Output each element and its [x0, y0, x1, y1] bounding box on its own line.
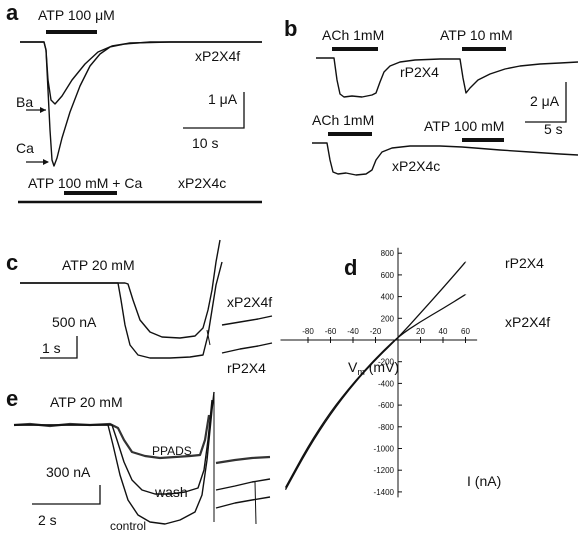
- panel-c-scale-x: 1 s: [42, 340, 61, 356]
- panel-b-trace-label-xp2x4c: xP2X4c: [392, 158, 440, 174]
- panel-e-trace-wash: [14, 399, 213, 495]
- iv-x-tick-label: -20: [370, 327, 382, 336]
- iv-xlabel-unit: (mV): [365, 359, 399, 375]
- iv-curve-xp2x4f: [284, 293, 467, 488]
- panel-a-trace-label-xp2x4c: xP2X4c: [178, 175, 226, 191]
- iv-y-tick-label: -800: [378, 423, 395, 432]
- panel-e-artifact: [254, 481, 257, 525]
- panel-e: e ATP 20 mM PPADS wash control 300 nA 2 …: [6, 386, 271, 533]
- iv-x-tick-label: 60: [461, 327, 470, 336]
- iv-x-tick-label: -60: [325, 327, 337, 336]
- iv-x-tick-label: 40: [439, 327, 448, 336]
- iv-x-tick-label: -80: [302, 327, 314, 336]
- iv-series-label-xp2x4f: xP2X4f: [505, 314, 550, 330]
- panel-c-cut: [206, 329, 211, 346]
- iv-curve-rp2x4: [284, 261, 467, 491]
- panel-c-scale-bar: [40, 336, 78, 359]
- iv-x-tick-label: 20: [416, 327, 425, 336]
- panel-b-stim-atp-10: ATP 10 mM: [440, 27, 513, 43]
- panel-a-scale-x: 10 s: [192, 135, 218, 151]
- panel-e-scale-y: 300 nA: [46, 464, 91, 480]
- iv-xlabel-v: V: [348, 359, 358, 375]
- panel-b-label: b: [284, 16, 297, 41]
- panel-a-arrowhead-ca: [43, 159, 49, 165]
- panel-a-arrowhead-ba: [40, 107, 46, 113]
- iv-y-tick-label: -200: [378, 358, 395, 367]
- panel-e-tail-wash: [215, 478, 271, 491]
- iv-y-tick-label: 800: [381, 249, 395, 258]
- iv-y-tick-label: -1200: [374, 466, 395, 475]
- panel-a-trace-label-xp2x4f: xP2X4f: [195, 48, 240, 64]
- panel-b-stim-atp-100: ATP 100 mM: [424, 118, 504, 134]
- panel-c-trace-label-rp2x4: rP2X4: [227, 360, 266, 376]
- panel-a-scale-y: 1 μA: [208, 91, 238, 107]
- panel-a: a ATP 100 μM xP2X4f Ba Ca 1 μA 10 s ATP …: [6, 0, 262, 204]
- panel-d-label: d: [344, 255, 357, 280]
- panel-a-stim-atp-ca: ATP 100 mM + Ca: [28, 175, 142, 191]
- iv-y-tick-label: -400: [378, 379, 395, 388]
- panel-a-label-ba: Ba: [16, 94, 33, 110]
- panel-b-scale-y: 2 μA: [530, 93, 560, 109]
- panel-e-trace-label-ppads: PPADS: [152, 444, 192, 458]
- panel-a-label-ca: Ca: [16, 140, 34, 156]
- panel-c-tail-xp2x4f: [221, 315, 273, 326]
- iv-xlabel: Vm (mV): [348, 359, 399, 377]
- panel-e-stim-atp: ATP 20 mM: [50, 394, 123, 410]
- panel-c-trace-xp2x4f: [20, 239, 221, 339]
- panel-e-trace-label-wash: wash: [154, 484, 188, 500]
- panel-b-trace-label-rp2x4: rP2X4: [400, 64, 439, 80]
- panel-c-scale-y: 500 nA: [52, 314, 97, 330]
- iv-y-tick-label: 400: [381, 293, 395, 302]
- iv-y-tick-label: -600: [378, 401, 395, 410]
- iv-xlabel-m: m: [357, 367, 365, 377]
- panel-e-scale-bar: [32, 485, 101, 505]
- panel-c-stim-atp: ATP 20 mM: [62, 257, 135, 273]
- panel-c: c ATP 20 mM xP2X4f rP2X4 500 nA 1 s: [6, 239, 273, 376]
- iv-series-label-rp2x4: rP2X4: [505, 255, 544, 271]
- panel-a-trace-2: [20, 41, 262, 105]
- panel-b-scale-x: 5 s: [544, 121, 563, 137]
- iv-ylabel: I (nA): [467, 473, 501, 489]
- panel-c-trace-rp2x4: [20, 261, 223, 359]
- panel-b-stim-ach-2: ACh 1mM: [312, 112, 374, 128]
- iv-chart: -80 -60 -40 -20 20 40 60 800 600 400 200 -200 -400 -6…: [280, 247, 478, 498]
- panel-e-scale-x: 2 s: [38, 512, 57, 528]
- panel-b-trace-rp2x4: [316, 57, 579, 98]
- panel-b-scale-bar: [525, 82, 567, 123]
- panel-a-scale-bar: [183, 92, 245, 129]
- iv-y-tick-label: -1000: [374, 445, 395, 454]
- panel-e-tail-control: [215, 496, 271, 509]
- panel-c-trace-label-xp2x4f: xP2X4f: [227, 294, 272, 310]
- panel-d: d -80 -60 -40 -20 20 40 60 800 600 400 200 -200 -400…: [280, 247, 550, 498]
- panel-e-label: e: [6, 386, 18, 411]
- panel-e-trace-control: [14, 391, 215, 525]
- panel-b: b ACh 1mM ATP 10 mM rP2X4 2 μA 5 s ACh 1…: [284, 16, 579, 176]
- panel-e-trace-label-control: control: [110, 519, 146, 533]
- panel-c-label: c: [6, 250, 18, 275]
- panel-b-stim-ach-1: ACh 1mM: [322, 27, 384, 43]
- iv-x-tick-label: -40: [347, 327, 359, 336]
- iv-y-tick-label: 200: [381, 314, 395, 323]
- panel-b-trace-xp2x4c: [312, 142, 579, 176]
- iv-y-tick-label: 600: [381, 271, 395, 280]
- iv-y-tick-label: -1400: [374, 488, 395, 497]
- panel-a-label: a: [6, 0, 19, 25]
- panel-c-tail-rp2x4: [221, 342, 273, 354]
- panel-e-tail-ppads: [215, 455, 271, 465]
- panel-a-stim-atp: ATP 100 μM: [38, 7, 115, 23]
